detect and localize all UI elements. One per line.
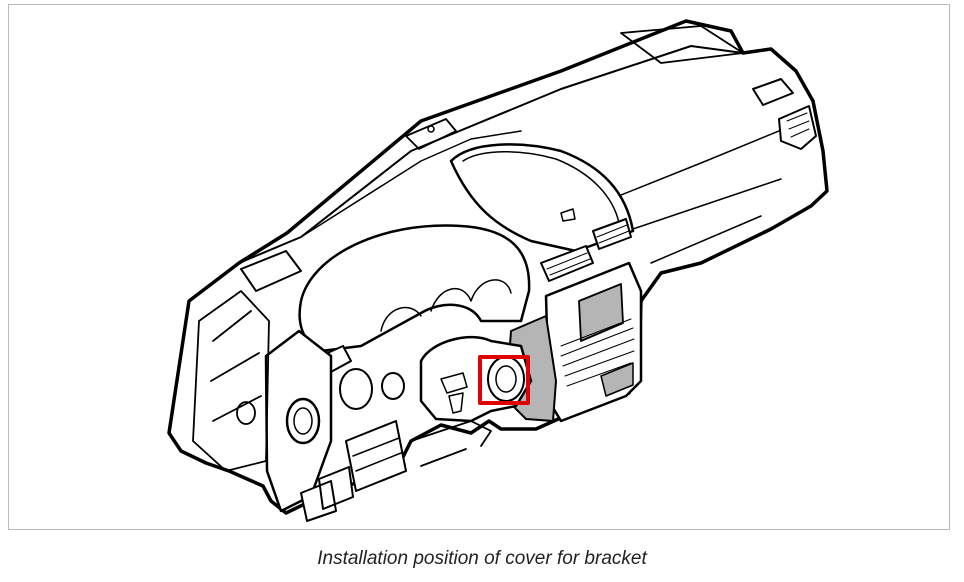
center-console-top-inner — [462, 151, 620, 224]
left-end-vent — [285, 397, 321, 445]
left-end-panel — [264, 329, 333, 513]
knee-bolster — [410, 420, 492, 467]
dash-top-inner — [300, 130, 522, 238]
defrost-vent — [620, 25, 744, 64]
center-console-top — [449, 143, 635, 253]
cluster-gauges — [380, 279, 512, 332]
left-bracket-hole — [236, 401, 256, 425]
column-ring-inner — [495, 365, 517, 393]
dashboard-illustration — [167, 19, 829, 522]
hazard-switch — [560, 208, 576, 222]
left-end-vent-inner — [293, 407, 313, 435]
stack-bottom-shade — [600, 362, 634, 397]
figure-frame — [8, 4, 950, 530]
left-top-corner — [240, 250, 302, 292]
lower-left-switches — [345, 420, 407, 492]
center-top-bump — [405, 118, 457, 150]
right-vent-lower — [778, 105, 817, 150]
right-vent-upper — [752, 78, 794, 106]
switch-caps — [352, 437, 402, 472]
light-switch — [381, 372, 405, 400]
center-vent-left — [540, 245, 594, 282]
left-round-vent — [339, 368, 373, 410]
lower-tabs — [300, 466, 354, 522]
figure-caption: Installation position of cover for brack… — [317, 548, 647, 569]
left-bracket-frame — [192, 290, 270, 472]
ignition-keys — [440, 372, 468, 414]
sensor-dot — [427, 125, 435, 133]
center-vent-slats — [546, 224, 630, 276]
radio-buttons — [560, 318, 635, 387]
dash-top-edge — [238, 45, 744, 264]
highlight-box — [478, 355, 530, 405]
passenger-panel — [605, 125, 792, 264]
right-vent-slats — [786, 112, 810, 138]
